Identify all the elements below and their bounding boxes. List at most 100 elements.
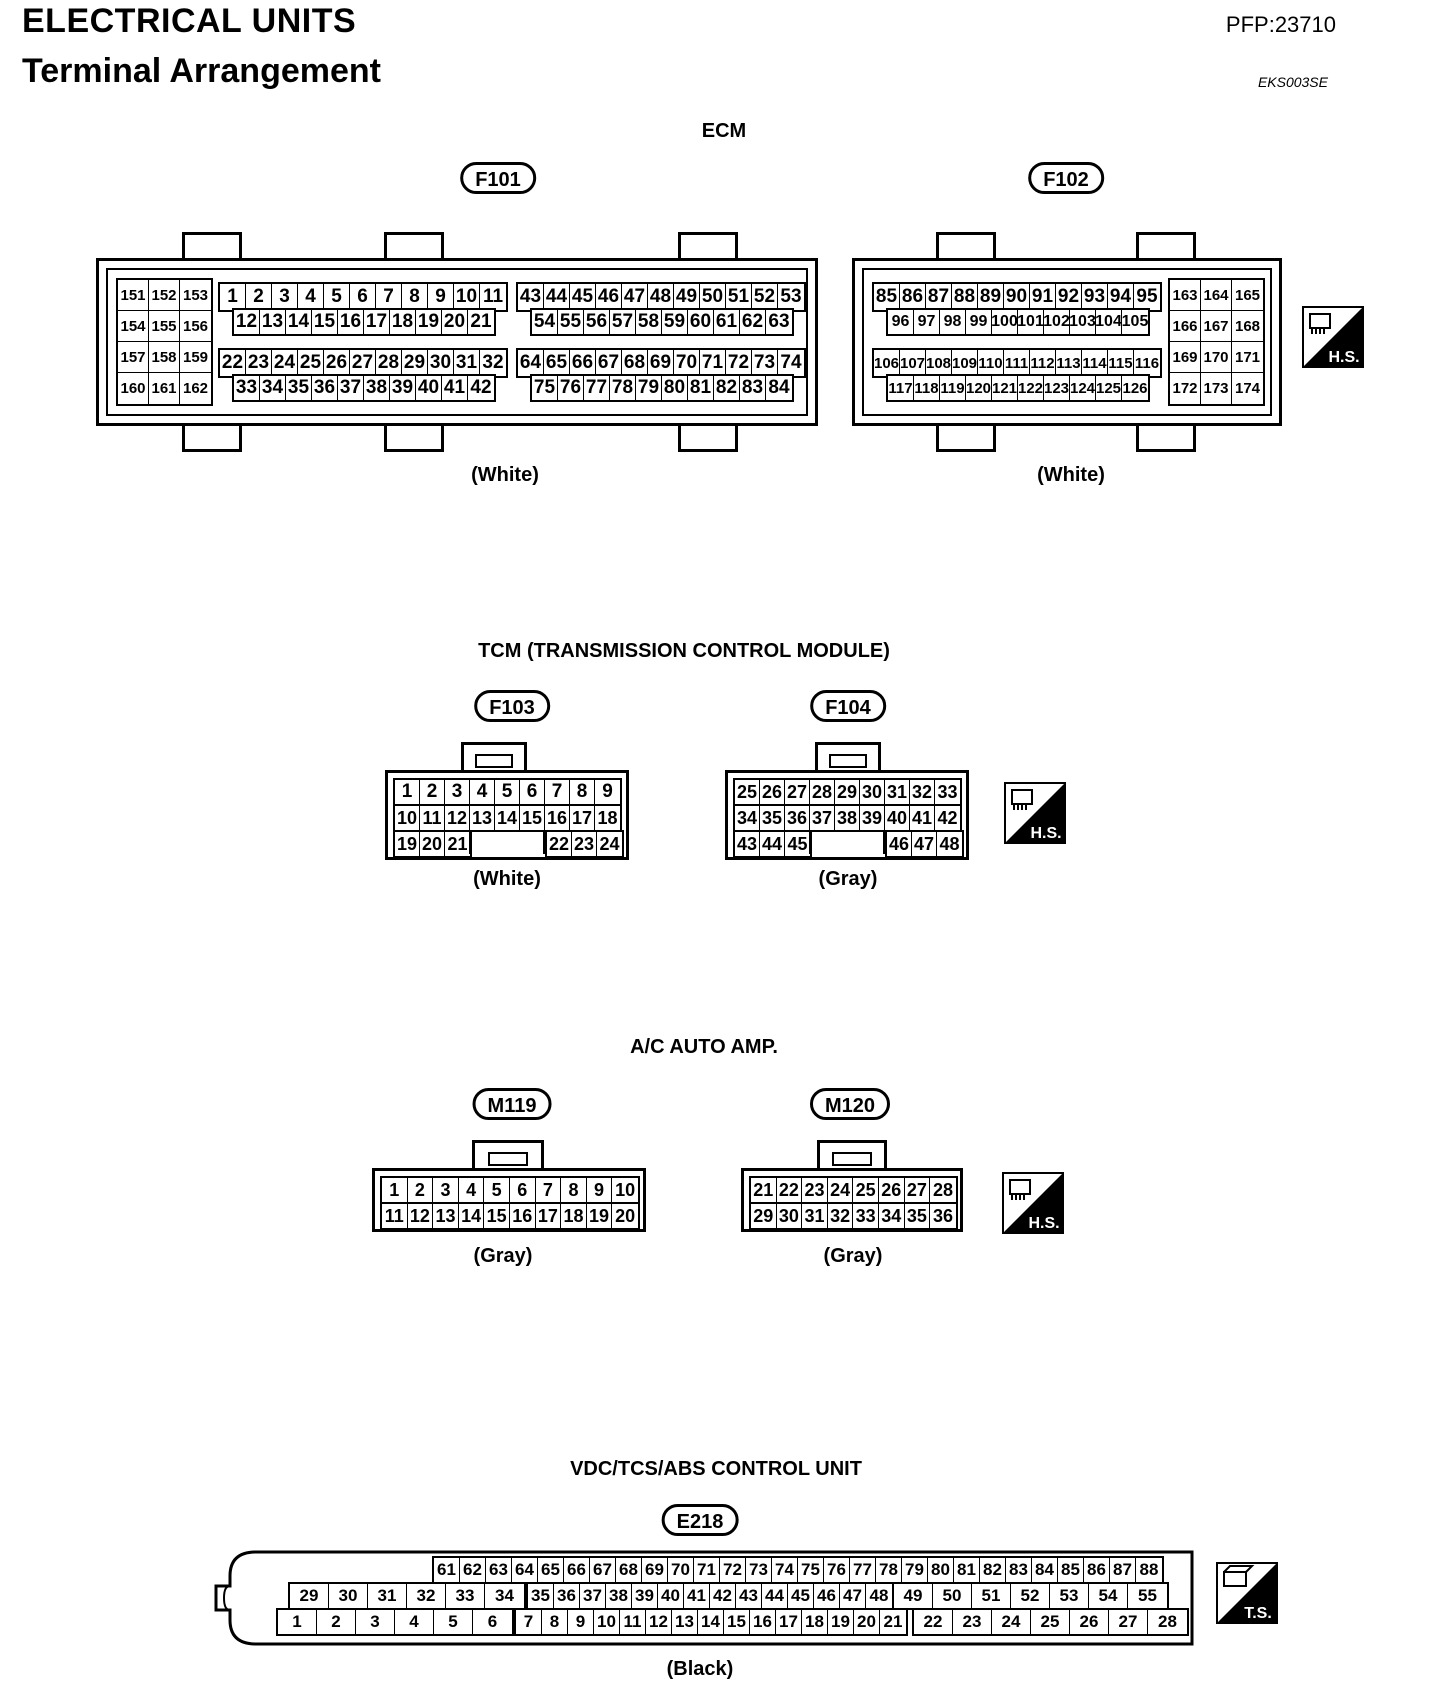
terminal-pin: 55 [558,310,584,334]
terminal-pin: 7 [536,1178,562,1202]
harness-side-icon: H.S. [1004,782,1066,844]
terminal-pin: 53 [780,286,802,307]
terminal-pin: 111 [1004,350,1030,376]
terminal-pin: 33 [853,1204,879,1228]
f102-color-label: (White) [1037,464,1105,486]
terminal-pin: 16 [750,1610,776,1634]
terminal-pin: 155 [149,311,180,342]
terminal-pin: 18 [561,1204,587,1228]
terminal-pin: 61 [434,1558,460,1582]
terminal-pin: 2 [408,1178,434,1202]
terminal-pin: 37 [580,1584,606,1608]
terminal-pin: 4 [298,284,324,310]
terminal-pin: 45 [787,833,808,854]
terminal-pin: 27 [350,350,376,376]
terminal-pin: 65 [538,1558,564,1582]
terminal-pin: 3 [445,780,470,804]
terminal-pin: 40 [885,806,910,830]
terminal-pin: 10 [615,1179,636,1200]
terminal-pin: 32 [407,1584,446,1608]
hs-text: H.S. [1030,825,1061,842]
terminal-pin: 162 [182,380,209,397]
ac-title: A/C AUTO AMP. [630,1036,778,1058]
terminal-pin: 55 [1138,1586,1157,1605]
terminal-pin: 5 [495,780,520,804]
connector-badge-f101: F101 [460,162,536,194]
terminal-pin: 46 [887,832,912,856]
terminal-pin: 30 [860,780,885,804]
terminal-pin: 28 [376,350,402,376]
terminal-pin: 31 [454,350,480,376]
terminal-pin: 68 [616,1558,642,1582]
terminal-pin: 75 [798,1558,824,1582]
terminal-pin: 92 [1056,284,1082,310]
terminal-pin: 43 [736,1584,762,1608]
terminal-pin: 8 [561,1178,587,1202]
terminal-pin: 71 [694,1558,720,1582]
terminal-pin: 98 [940,310,966,334]
terminal-pin: 38 [606,1584,632,1608]
terminal-pin: 26 [879,1178,905,1202]
terminal-pin: 12 [234,310,260,334]
terminal-pin: 49 [674,284,700,310]
terminal-pin: 29 [290,1584,329,1608]
terminal-pin: 32 [910,780,935,804]
hs-text: H.S. [1328,349,1359,366]
terminal-pin: 4 [395,1610,434,1634]
terminal-pin: 105 [1121,313,1149,330]
ts-text: T.S. [1244,1605,1272,1622]
terminal-pin: 80 [928,1558,954,1582]
terminal-pin: 76 [558,376,584,400]
terminal-pin: 5 [434,1610,473,1634]
terminal-pin: 11 [420,806,445,830]
terminal-pin: 4 [459,1178,485,1202]
terminal-pin: 47 [912,832,937,856]
terminal-pin: 10 [395,806,420,830]
terminal-pin: 81 [954,1558,980,1582]
terminal-pin: 15 [312,310,338,334]
terminal-pin: 74 [772,1558,798,1582]
terminal-pin: 44 [760,832,785,856]
terminal-pin: 37 [810,806,835,830]
hs-text: H.S. [1028,1215,1059,1232]
connector-badge-m120: M120 [809,1088,891,1120]
terminal-pin: 43 [518,284,544,310]
connector-badge-e218: E218 [661,1504,739,1536]
terminal-pin: 8 [402,284,428,310]
terminal-pin: 117 [888,376,914,400]
terminal-pin: 27 [1109,1610,1148,1634]
terminal-pin: 10 [454,284,480,310]
terminal-pin: 154 [118,311,149,342]
terminal-pin: 61 [714,310,740,334]
terminal-pin: 21 [447,833,468,854]
terminal-pin: 44 [544,284,570,310]
terminal-pin: 51 [972,1584,1011,1608]
terminal-pin: 35 [760,806,785,830]
ecm-title: ECM [701,120,747,142]
terminal-pin: 79 [636,376,662,400]
terminal-pin: 33 [446,1584,485,1608]
terminal-pin: 118 [914,376,940,400]
terminal-pin: 25 [298,350,324,376]
terminal-pin: 36 [932,1205,953,1226]
terminal-pin: 19 [416,310,442,334]
terminal-pin: 33 [234,376,260,400]
terminal-pin: 9 [602,781,613,802]
terminal-pin: 14 [698,1610,724,1634]
terminal-pin: 40 [658,1584,684,1608]
terminal-pin: 114 [1082,350,1108,376]
terminal-pin: 17 [570,806,595,830]
terminal-pin: 14 [459,1204,485,1228]
terminal-pin: 66 [570,350,596,376]
terminal-pin: 22 [547,832,572,856]
